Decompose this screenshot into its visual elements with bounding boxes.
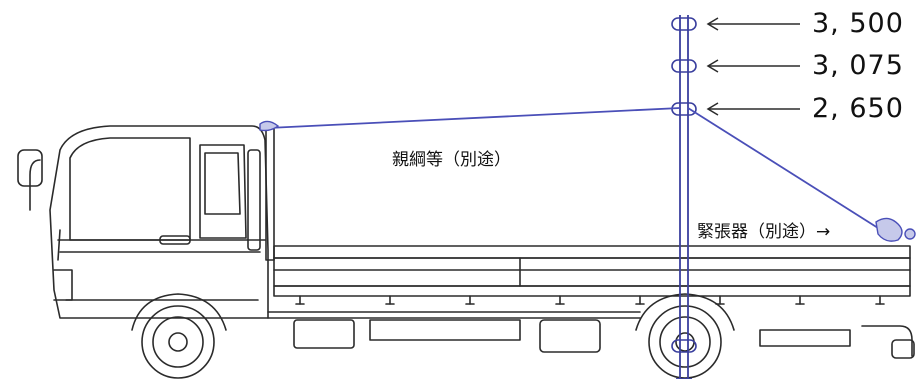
height-label-bottom: 2, 650 [812,93,904,124]
rope-ring-icon [671,17,697,353]
rear-wheel [635,293,735,379]
chassis [267,311,915,359]
pole-icon [676,15,692,380]
lifeline-label: 親綱等（別途） [392,150,511,170]
truck-cab [17,125,269,319]
arrow-left-icon [706,59,800,73]
tensioner-icon [875,217,916,242]
height-label-top: 3, 500 [812,8,904,39]
height-label-middle: 3, 075 [812,50,904,81]
lifeline-rope [267,107,901,233]
arrow-left-icon [706,17,800,31]
cargo-bed [265,127,911,305]
rope-anchor-front [259,120,280,132]
front-wheel [131,293,227,379]
tensioner-label: 緊張器（別途）→ [697,222,831,242]
arrow-left-icon [706,102,800,116]
height-arrows [706,17,800,116]
